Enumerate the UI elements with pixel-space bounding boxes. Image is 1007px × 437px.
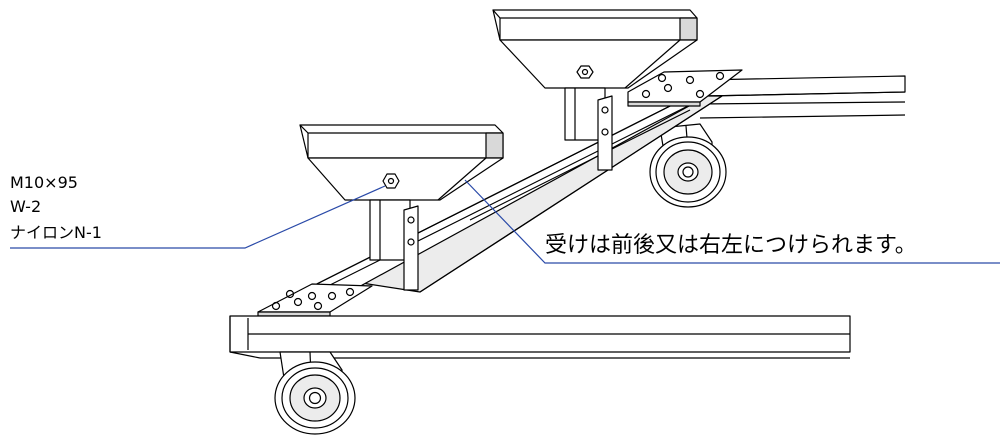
- hardware-bolt-label: M10×95: [10, 173, 78, 192]
- mounting-plate-right: [627, 69, 743, 107]
- hardware-washer-label: W-2: [10, 197, 42, 216]
- note-leader-line: [464, 179, 1000, 264]
- lower-receiver: [299, 124, 504, 291]
- mounting-plate-left: [257, 283, 373, 317]
- right-rail: [699, 75, 906, 119]
- mounting-note: 受けは前後又は右左につけられます。: [545, 233, 917, 258]
- upper-receiver: [492, 9, 698, 171]
- right-caster: [649, 123, 727, 208]
- hardware-leader-line: [10, 185, 386, 249]
- hardware-nut-label: ナイロンN-1: [10, 223, 102, 242]
- front-rail: [229, 315, 851, 359]
- left-caster: [274, 351, 356, 435]
